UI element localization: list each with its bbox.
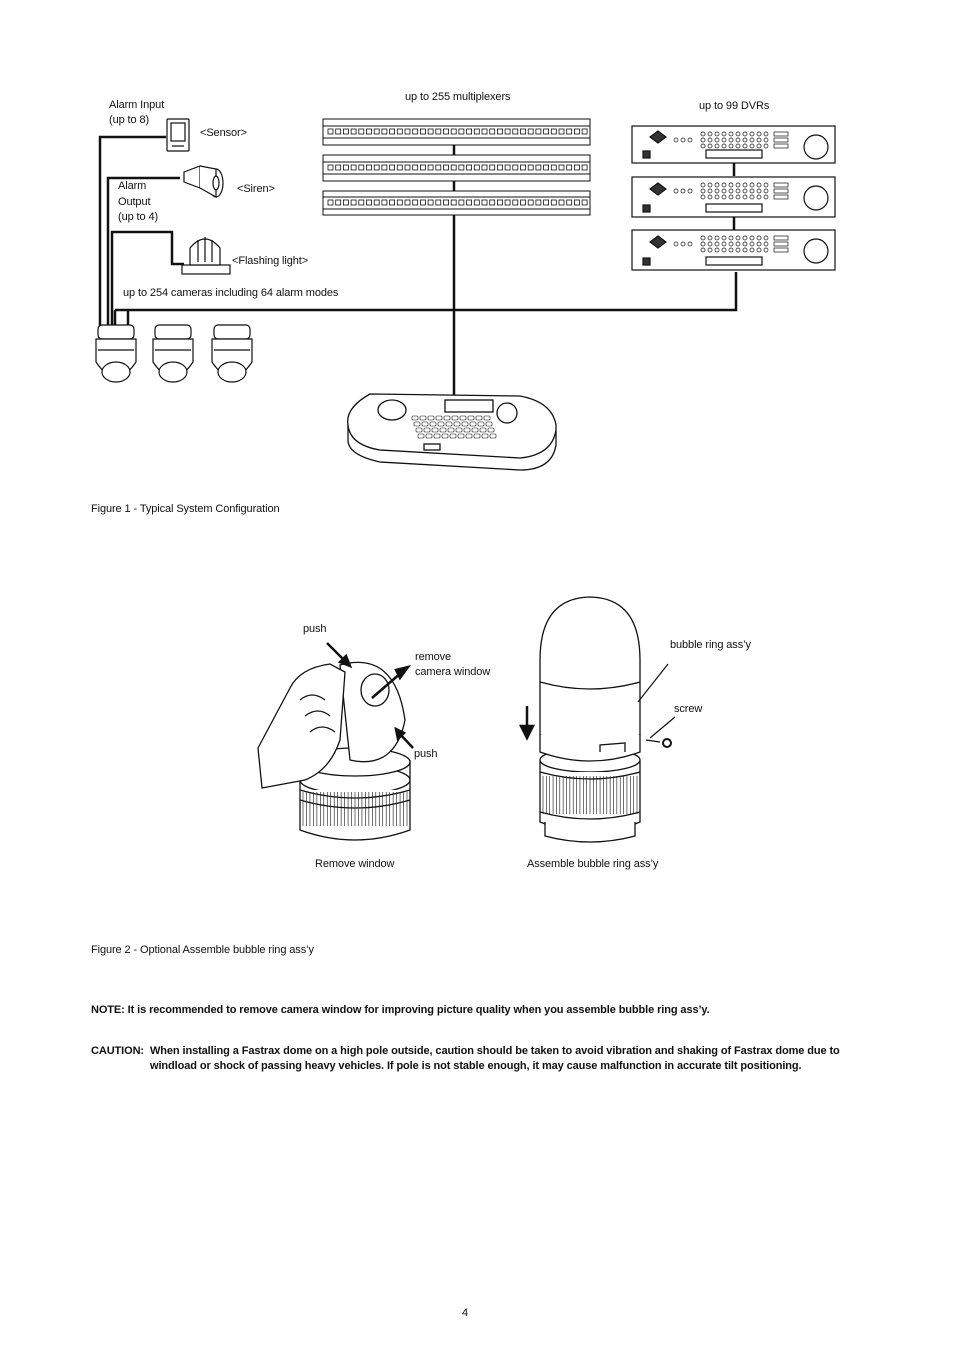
caution-label: CAUTION: bbox=[91, 1045, 144, 1057]
flashing-light-icon bbox=[181, 237, 231, 275]
siren-label: <Siren> bbox=[237, 183, 275, 195]
push-label-bottom: push bbox=[414, 748, 438, 760]
alarm-output-label-2: Output bbox=[118, 196, 151, 208]
arrows bbox=[326, 642, 414, 749]
bubble-ring-label: bubble ring ass’y bbox=[670, 639, 751, 651]
dvrs-label: up to 99 DVRs bbox=[699, 100, 770, 112]
dome-cameras bbox=[95, 324, 253, 383]
page-number: 4 bbox=[462, 1307, 469, 1319]
cameras-label: up to 254 cameras including 64 alarm mod… bbox=[123, 287, 339, 299]
system-configuration-diagram bbox=[95, 118, 836, 471]
push-label-top: push bbox=[303, 623, 327, 635]
screw-label: screw bbox=[674, 703, 703, 715]
alarm-output-label: Alarm bbox=[118, 180, 147, 192]
dvr-stack bbox=[631, 125, 836, 271]
remove-label: remove bbox=[415, 651, 452, 663]
alarm-output-count-label: (up to 4) bbox=[118, 211, 159, 223]
siren-icon bbox=[183, 165, 224, 199]
caution-text: When installing a Fastrax dome on a high… bbox=[150, 1045, 840, 1072]
flashing-light-label: <Flashing light> bbox=[232, 255, 309, 267]
figure-2-caption: Figure 2 - Optional Assemble bubble ring… bbox=[91, 944, 314, 956]
assemble-label: Assemble bubble ring ass’y bbox=[527, 858, 659, 870]
bubble-ring-assembly-diagram bbox=[257, 596, 676, 843]
multiplexers-label: up to 255 multiplexers bbox=[405, 91, 511, 103]
figure-1-caption: Figure 1 - Typical System Configuration bbox=[91, 503, 280, 515]
camera-window-label: camera window bbox=[415, 666, 491, 678]
alarm-input-label: Alarm Input bbox=[109, 99, 165, 111]
sensor-icon bbox=[166, 118, 190, 152]
alarm-input-count-label: (up to 8) bbox=[109, 114, 150, 126]
assemble-bubble-drawing bbox=[539, 596, 641, 843]
remove-window-label: Remove window bbox=[315, 858, 395, 870]
note-text: NOTE: It is recommended to remove camera… bbox=[91, 1004, 710, 1016]
sensor-label: <Sensor> bbox=[200, 127, 247, 139]
